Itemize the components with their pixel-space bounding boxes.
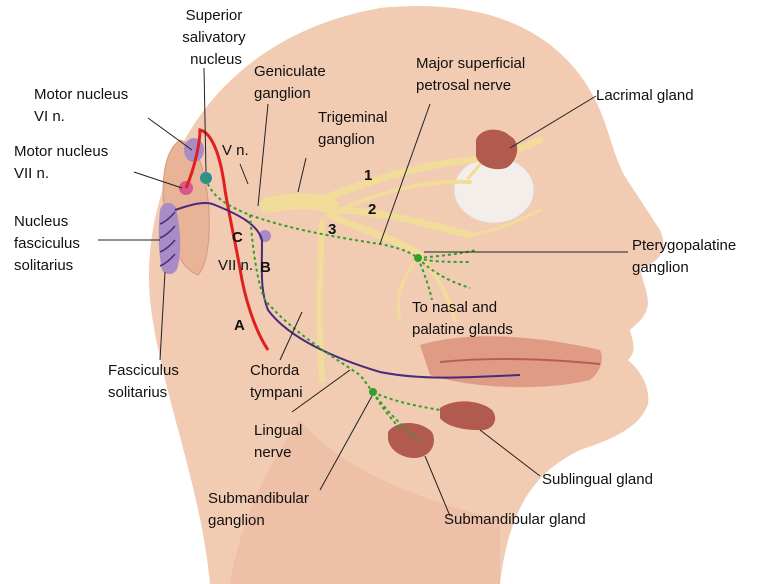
marker-c: C <box>232 229 243 246</box>
label-sublingual-gland: Sublingual gland <box>542 471 653 488</box>
label-lacrimal-gland: Lacrimal gland <box>596 87 694 104</box>
nucleus-fasciculus-solitarius <box>159 203 180 274</box>
label-vii-n: VII n. <box>218 257 253 274</box>
label-v-n: V n. <box>222 142 249 159</box>
marker-3: 3 <box>328 221 336 238</box>
label-motor-nucleus-vi: Motor nucleus VI n. <box>34 86 132 125</box>
label-motor-nucleus-vii: Motor nucleus VII n. <box>14 143 112 182</box>
label-superior-salivatory-nucleus: Superior salivatory nucleus <box>182 7 250 68</box>
marker-1: 1 <box>364 167 372 184</box>
marker-b: B <box>260 259 271 276</box>
marker-2: 2 <box>368 201 376 218</box>
marker-a: A <box>234 317 245 334</box>
label-submandibular-gland: Submandibular gland <box>444 511 586 528</box>
label-nucleus-fasciculus-solitarius: Nucleus fasciculus solitarius <box>14 213 84 274</box>
motor-nucleus-vi <box>184 138 204 162</box>
